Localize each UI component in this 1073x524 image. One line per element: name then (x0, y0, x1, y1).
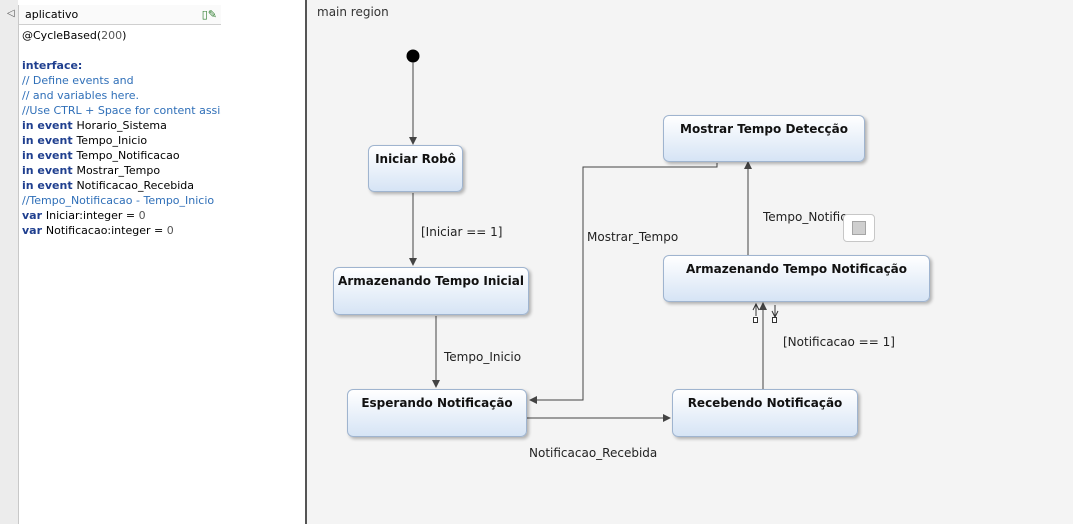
state-esperando-notificacao[interactable]: Esperando Notificação (347, 389, 527, 437)
transition-label-tempo-notificacao[interactable]: Tempo_Notificacao (763, 210, 853, 224)
state-label: Mostrar Tempo Detecção (680, 122, 848, 136)
code-token: Iniciar:integer = (45, 209, 139, 222)
code-line: in event Tempo_Notificacao (22, 148, 230, 163)
anchor-handle-left[interactable] (753, 317, 758, 323)
canvas-margin (221, 0, 305, 524)
code-token: interface: (22, 59, 83, 72)
state-mostrar-tempo-deteccao[interactable]: Mostrar Tempo Detecção (663, 115, 865, 162)
initial-state-dot (406, 49, 420, 63)
state-label: Recebendo Notificação (687, 396, 843, 410)
note-square-icon (852, 221, 866, 235)
code-token: in event (22, 179, 77, 192)
code-token: Mostrar_Tempo (76, 164, 161, 177)
edit-icon[interactable]: ▯✎ (201, 8, 217, 21)
definition-header: ◁ aplicativo ▯✎ (7, 5, 221, 25)
definition-text-editor[interactable]: @CycleBased(200) interface: // Define eve… (22, 28, 230, 238)
code-line: // Define events and (22, 73, 230, 88)
code-token: // Define events and (22, 74, 134, 87)
code-token: in event (22, 134, 77, 147)
code-token: Horario_Sistema (76, 119, 167, 132)
transition-mostrar-tempo (529, 163, 718, 404)
code-token: var (22, 224, 46, 237)
code-token: Tempo_Inicio (76, 134, 148, 147)
transition-label-notificacao-guard[interactable]: [Notificacao == 1] (783, 335, 895, 349)
transition-label-notificacao-recebida[interactable]: Notificacao_Recebida (529, 446, 658, 460)
code-token: 0 (138, 209, 146, 222)
state-label: Iniciar Robô (375, 152, 456, 166)
state-armazenando-tempo-inicial[interactable]: Armazenando Tempo Inicial (333, 267, 529, 315)
code-line: var Notificacao:integer = 0 (22, 223, 230, 238)
code-token: Notificacao:integer = (45, 224, 167, 237)
collapse-arrow-icon[interactable]: ◁ (7, 8, 15, 19)
transition-label-tempo-inicio[interactable]: Tempo_Inicio (444, 350, 522, 364)
code-line: var Iniciar:integer = 0 (22, 208, 230, 223)
code-token: 200 (101, 29, 123, 42)
anchor-handle-arrow-up (752, 302, 760, 311)
code-token: 0 (166, 224, 174, 237)
transition-label-mostrar-tempo[interactable]: Mostrar_Tempo (587, 230, 679, 244)
state-label: Esperando Notificação (361, 396, 513, 410)
definition-title: aplicativo (25, 8, 79, 21)
code-line (22, 43, 230, 58)
code-line: interface: (22, 58, 230, 73)
code-token: ) (122, 29, 127, 42)
left-gutter (0, 0, 18, 524)
code-token: in event (22, 164, 77, 177)
code-line: in event Tempo_Inicio (22, 133, 230, 148)
code-line: @CycleBased(200) (22, 28, 230, 43)
code-token: @CycleBased( (22, 29, 102, 42)
region-label: main region (317, 5, 389, 19)
code-token: in event (22, 149, 77, 162)
code-token: Tempo_Notificacao (76, 149, 180, 162)
code-token: //Tempo_Notificacao - Tempo_Inicio (22, 194, 215, 207)
code-token: in event (22, 119, 77, 132)
code-token: var (22, 209, 46, 222)
code-line: //Tempo_Notificacao - Tempo_Inicio (22, 193, 230, 208)
code-token: // and variables here. (22, 89, 139, 102)
anchor-handle-right[interactable] (772, 317, 777, 323)
transition-label-iniciar-guard[interactable]: [Iniciar == 1] (421, 225, 503, 239)
code-line: in event Mostrar_Tempo (22, 163, 230, 178)
note-popup-icon[interactable] (843, 214, 875, 242)
code-line: // and variables here. (22, 88, 230, 103)
code-line: in event Horario_Sistema (22, 118, 230, 133)
code-token: //Use CTRL + Space for content assist (22, 104, 231, 117)
code-line: //Use CTRL + Space for content assist (22, 103, 230, 118)
code-token: Notificacao_Recebida (76, 179, 195, 192)
state-iniciar-robo[interactable]: Iniciar Robô (368, 145, 463, 192)
code-line: in event Notificacao_Recebida (22, 178, 230, 193)
state-label: Armazenando Tempo Inicial (338, 274, 524, 288)
statechart-canvas[interactable]: main region Iniciar Robô Armazenando Tem… (305, 0, 1073, 524)
state-armazenando-tempo-notificacao[interactable]: Armazenando Tempo Notificação (663, 255, 930, 302)
state-recebendo-notificacao[interactable]: Recebendo Notificação (672, 389, 858, 437)
definition-section[interactable]: ◁ aplicativo ▯✎ @CycleBased(200) interfa… (7, 5, 230, 524)
state-label: Armazenando Tempo Notificação (685, 262, 908, 276)
